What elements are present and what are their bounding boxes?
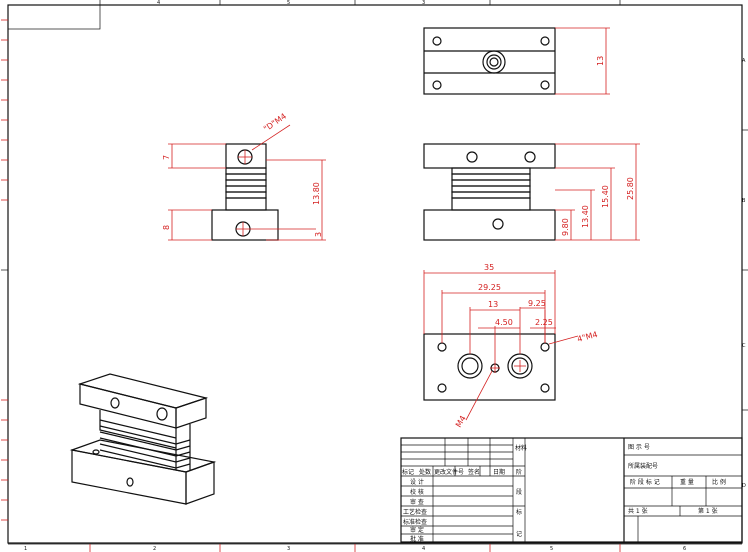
tb-mid: 材料 bbox=[515, 444, 527, 452]
title-corner-box bbox=[7, 4, 101, 30]
tb-left: 校 核 bbox=[410, 488, 424, 496]
tb-mid: 阶 bbox=[516, 468, 522, 476]
dim-side-thread: "D"M4 bbox=[262, 112, 288, 134]
top-view: 13 bbox=[423, 27, 610, 95]
bottom-tick-label: 2 bbox=[153, 546, 156, 552]
right-tick-label: A bbox=[742, 58, 746, 64]
top-tick-label: 3 bbox=[422, 0, 425, 6]
dim-bottom-thread: 4"M4 bbox=[576, 330, 598, 344]
bottom-margin-ticks: 1 2 3 4 5 6 bbox=[24, 544, 686, 552]
front-view: 25.80 15.40 13.40 9.80 bbox=[423, 143, 640, 241]
tb-mid: 记 bbox=[516, 531, 522, 538]
title-block: 标记 处数 更改文件号 签名 日期 设 计 校 核 审 查 工艺检查 标准检查 … bbox=[400, 437, 743, 543]
sheet-border bbox=[7, 4, 743, 544]
bottom-tick-label: 1 bbox=[24, 546, 27, 552]
tb-left: 审 定 bbox=[410, 526, 424, 534]
tb-left: 批 准 bbox=[410, 535, 424, 543]
tb-header: 签名 bbox=[468, 468, 480, 476]
right-tick-label: C bbox=[742, 343, 746, 349]
top-margin-ticks: 4 5 3 bbox=[99, 0, 621, 6]
tb-mid: 标 bbox=[516, 508, 522, 516]
top-tick-label: 4 bbox=[157, 0, 160, 6]
tb-stage: 阶 段 标 记 bbox=[630, 478, 660, 486]
dim-front-d1: 9.80 bbox=[561, 218, 570, 236]
tb-left: 设 计 bbox=[410, 478, 424, 486]
dim-bottom-d5: 2.25 bbox=[535, 318, 553, 327]
tb-left: 审 查 bbox=[410, 498, 424, 506]
dim-top-height: 13 bbox=[596, 56, 605, 66]
tb-header: 处数 bbox=[419, 468, 431, 476]
dim-bottom-thread2: M4 bbox=[454, 414, 468, 429]
isometric-view bbox=[69, 373, 217, 505]
tb-scale: 比 例 bbox=[712, 478, 726, 486]
side-view: "D"M4 7 13.80 8 3 bbox=[162, 112, 326, 241]
dim-side-base-small: 3 bbox=[314, 232, 323, 237]
tb-sheets: 共 1 张 bbox=[628, 507, 648, 515]
bottom-tick-label: 3 bbox=[287, 546, 290, 552]
dim-front-d3: 15.40 bbox=[601, 185, 610, 208]
tb-header: 日期 bbox=[493, 468, 505, 476]
top-tick-label: 5 bbox=[287, 0, 290, 6]
right-margin-ticks: A B C D bbox=[742, 58, 748, 489]
tb-weight: 重 量 bbox=[680, 478, 694, 486]
bottom-tick-label: 4 bbox=[422, 546, 425, 552]
dim-front-d2: 13.40 bbox=[581, 205, 590, 228]
dim-front-d4: 25.80 bbox=[626, 177, 635, 200]
tb-left: 标准检查 bbox=[403, 518, 427, 526]
dim-bottom-d2: 13 bbox=[488, 300, 498, 309]
bottom-tick-label: 5 bbox=[550, 546, 553, 552]
tb-mid: 段 bbox=[516, 488, 522, 496]
bottom-tick-label: 6 bbox=[683, 546, 686, 552]
tb-left: 工艺检查 bbox=[403, 508, 427, 516]
dim-bottom-d3: 9.25 bbox=[528, 299, 546, 308]
right-tick-label: D bbox=[742, 483, 746, 489]
dim-side-top: 7 bbox=[162, 155, 171, 160]
dim-bottom-width: 35 bbox=[484, 263, 494, 272]
tb-assembly-no: 所属装配号 bbox=[628, 462, 658, 470]
dim-bottom-d4: 4.50 bbox=[495, 318, 513, 327]
dim-side-height: 13.80 bbox=[312, 182, 321, 205]
dim-side-base: 8 bbox=[162, 225, 171, 230]
dim-bottom-d1: 29.25 bbox=[478, 283, 501, 292]
tb-figure-no: 图 示 号 bbox=[628, 444, 650, 451]
tb-header: 更改文件号 bbox=[434, 468, 464, 476]
left-margin-ticks bbox=[1, 19, 8, 521]
bottom-view: 35 29.25 13 9.25 4.50 2.25 4"M4 M4 bbox=[423, 263, 599, 429]
right-tick-label: B bbox=[742, 198, 746, 204]
tb-header: 标记 bbox=[402, 468, 414, 476]
tb-sheet: 第 1 张 bbox=[698, 507, 718, 515]
